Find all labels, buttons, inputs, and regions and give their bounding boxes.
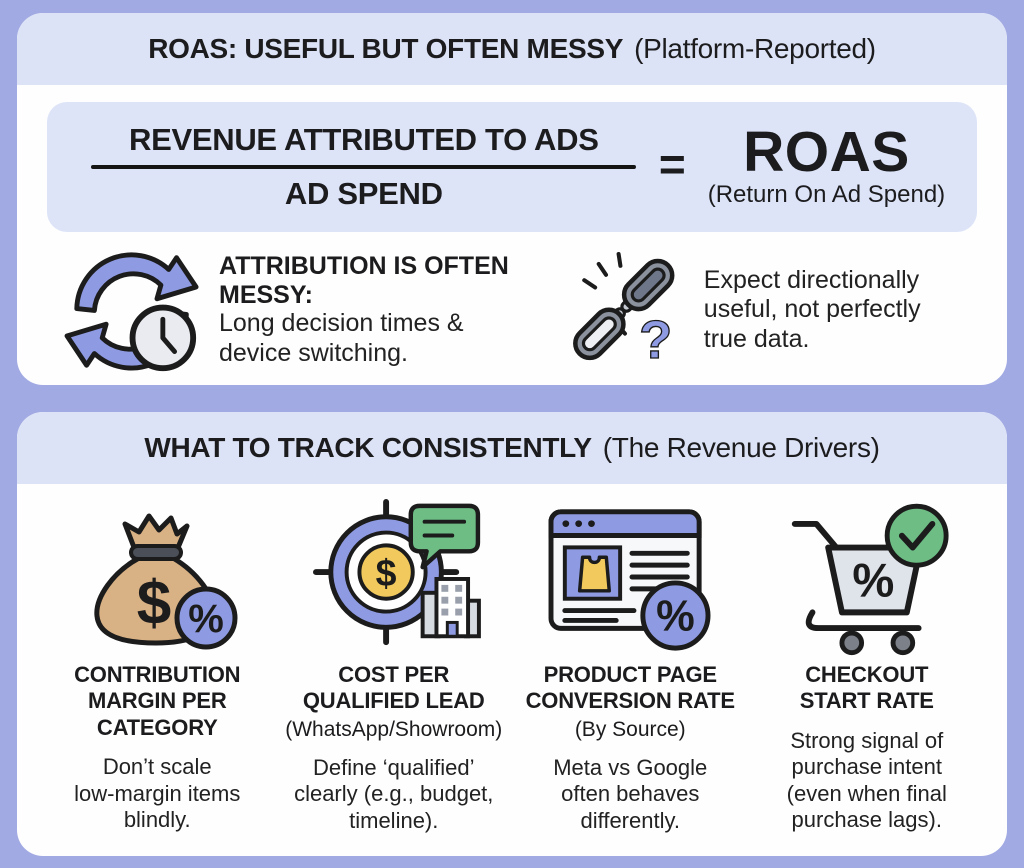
refresh-clock-icon — [63, 244, 205, 376]
roas-section-header: ROAS: USEFUL BUT OFTEN MESSY (Platform-R… — [17, 13, 1007, 85]
revenue-drivers-columns: $ % CONTRIBUTION MARGIN PER CATEGORY Don… — [17, 484, 1007, 834]
tracking-header-subtitle: (The Revenue Drivers) — [602, 432, 880, 463]
svg-text:$: $ — [137, 569, 171, 638]
tracking-header-title: WHAT TO TRACK CONSISTENTLY — [144, 432, 592, 463]
data-accuracy-callout: ? Expect directionally useful, not perfe… — [568, 247, 977, 374]
svg-text:%: % — [852, 554, 894, 607]
metric-contribution-margin: $ % CONTRIBUTION MARGIN PER CATEGORY Don… — [39, 498, 276, 834]
svg-text:%: % — [656, 592, 695, 640]
roas-fraction: REVENUE ATTRIBUTED TO ADS AD SPEND — [79, 122, 649, 212]
broken-chain-icon: ? — [568, 247, 690, 374]
target-lead-icon: $ — [301, 498, 486, 656]
metric-checkout-start-rate: % CHECKOUT START RATE Strong signal of p… — [749, 498, 986, 834]
metric-subtitle: (WhatsApp/Showroom) — [285, 717, 503, 741]
roas-header-subtitle: (Platform-Reported) — [634, 33, 876, 64]
tracking-section-header: WHAT TO TRACK CONSISTENTLY (The Revenue … — [17, 412, 1007, 484]
cart-check-icon: % — [781, 498, 953, 656]
metric-description: Don’t scale low-margin items blindly. — [74, 754, 241, 832]
data-accuracy-callout-body: Expect directionally useful, not perfect… — [703, 265, 921, 353]
roas-section-body: REVENUE ATTRIBUTED TO ADS AD SPEND = ROA… — [17, 85, 1007, 376]
roas-callouts: ATTRIBUTION IS OFTEN MESSY: Long decisio… — [47, 244, 977, 376]
formula-numerator: REVENUE ATTRIBUTED TO ADS — [129, 122, 599, 157]
metric-product-page-conversion: % PRODUCT PAGE CONVERSION RATE (By Sourc… — [512, 498, 749, 834]
attribution-callout-body: Long decision times & device switching. — [219, 309, 464, 367]
metric-description: Strong signal of purchase intent (even w… — [786, 727, 947, 832]
metric-description: Define ‘qualified’ clearly (e.g., budget… — [294, 754, 494, 833]
attribution-callout-text: ATTRIBUTION IS OFTEN MESSY: Long decisio… — [219, 252, 568, 369]
formula-denominator: AD SPEND — [284, 176, 443, 211]
roas-header-title: ROAS: USEFUL BUT OFTEN MESSY — [148, 33, 624, 64]
metric-title: CONTRIBUTION MARGIN PER CATEGORY — [74, 662, 241, 740]
svg-text:%: % — [188, 597, 224, 641]
fraction-bar — [91, 165, 637, 169]
svg-text:?: ? — [639, 309, 672, 369]
metric-title: CHECKOUT START RATE — [799, 662, 934, 714]
equals-sign: = — [658, 138, 686, 190]
roas-result: ROAS — [743, 119, 910, 184]
metric-subtitle: (By Source) — [574, 717, 686, 741]
data-accuracy-callout-text: Expect directionally useful, not perfect… — [704, 266, 921, 355]
roas-messy-section: ROAS: USEFUL BUT OFTEN MESSY (Platform-R… — [17, 13, 1007, 385]
what-to-track-section: WHAT TO TRACK CONSISTENTLY (The Revenue … — [17, 412, 1007, 856]
svg-text:$: $ — [376, 552, 397, 594]
product-page-icon: % — [538, 498, 723, 656]
roas-result-subtitle: (Return On Ad Spend) — [707, 181, 946, 209]
metric-description: Meta vs Google often behaves differently… — [553, 754, 708, 833]
metric-title: COST PER QUALIFIED LEAD — [302, 662, 485, 714]
attribution-callout-title: ATTRIBUTION IS OFTEN MESSY: — [219, 251, 509, 309]
attribution-callout: ATTRIBUTION IS OFTEN MESSY: Long decisio… — [47, 244, 568, 376]
metric-title: PRODUCT PAGE CONVERSION RATE — [525, 662, 735, 714]
metric-cost-per-qualified-lead: $ COST PER QUALI — [276, 498, 513, 834]
money-bag-percent-icon: $ % — [75, 498, 240, 656]
roas-formula-panel: REVENUE ATTRIBUTED TO ADS AD SPEND = ROA… — [47, 102, 977, 232]
roas-result-block: ROAS (Return On Ad Spend) — [707, 119, 946, 209]
